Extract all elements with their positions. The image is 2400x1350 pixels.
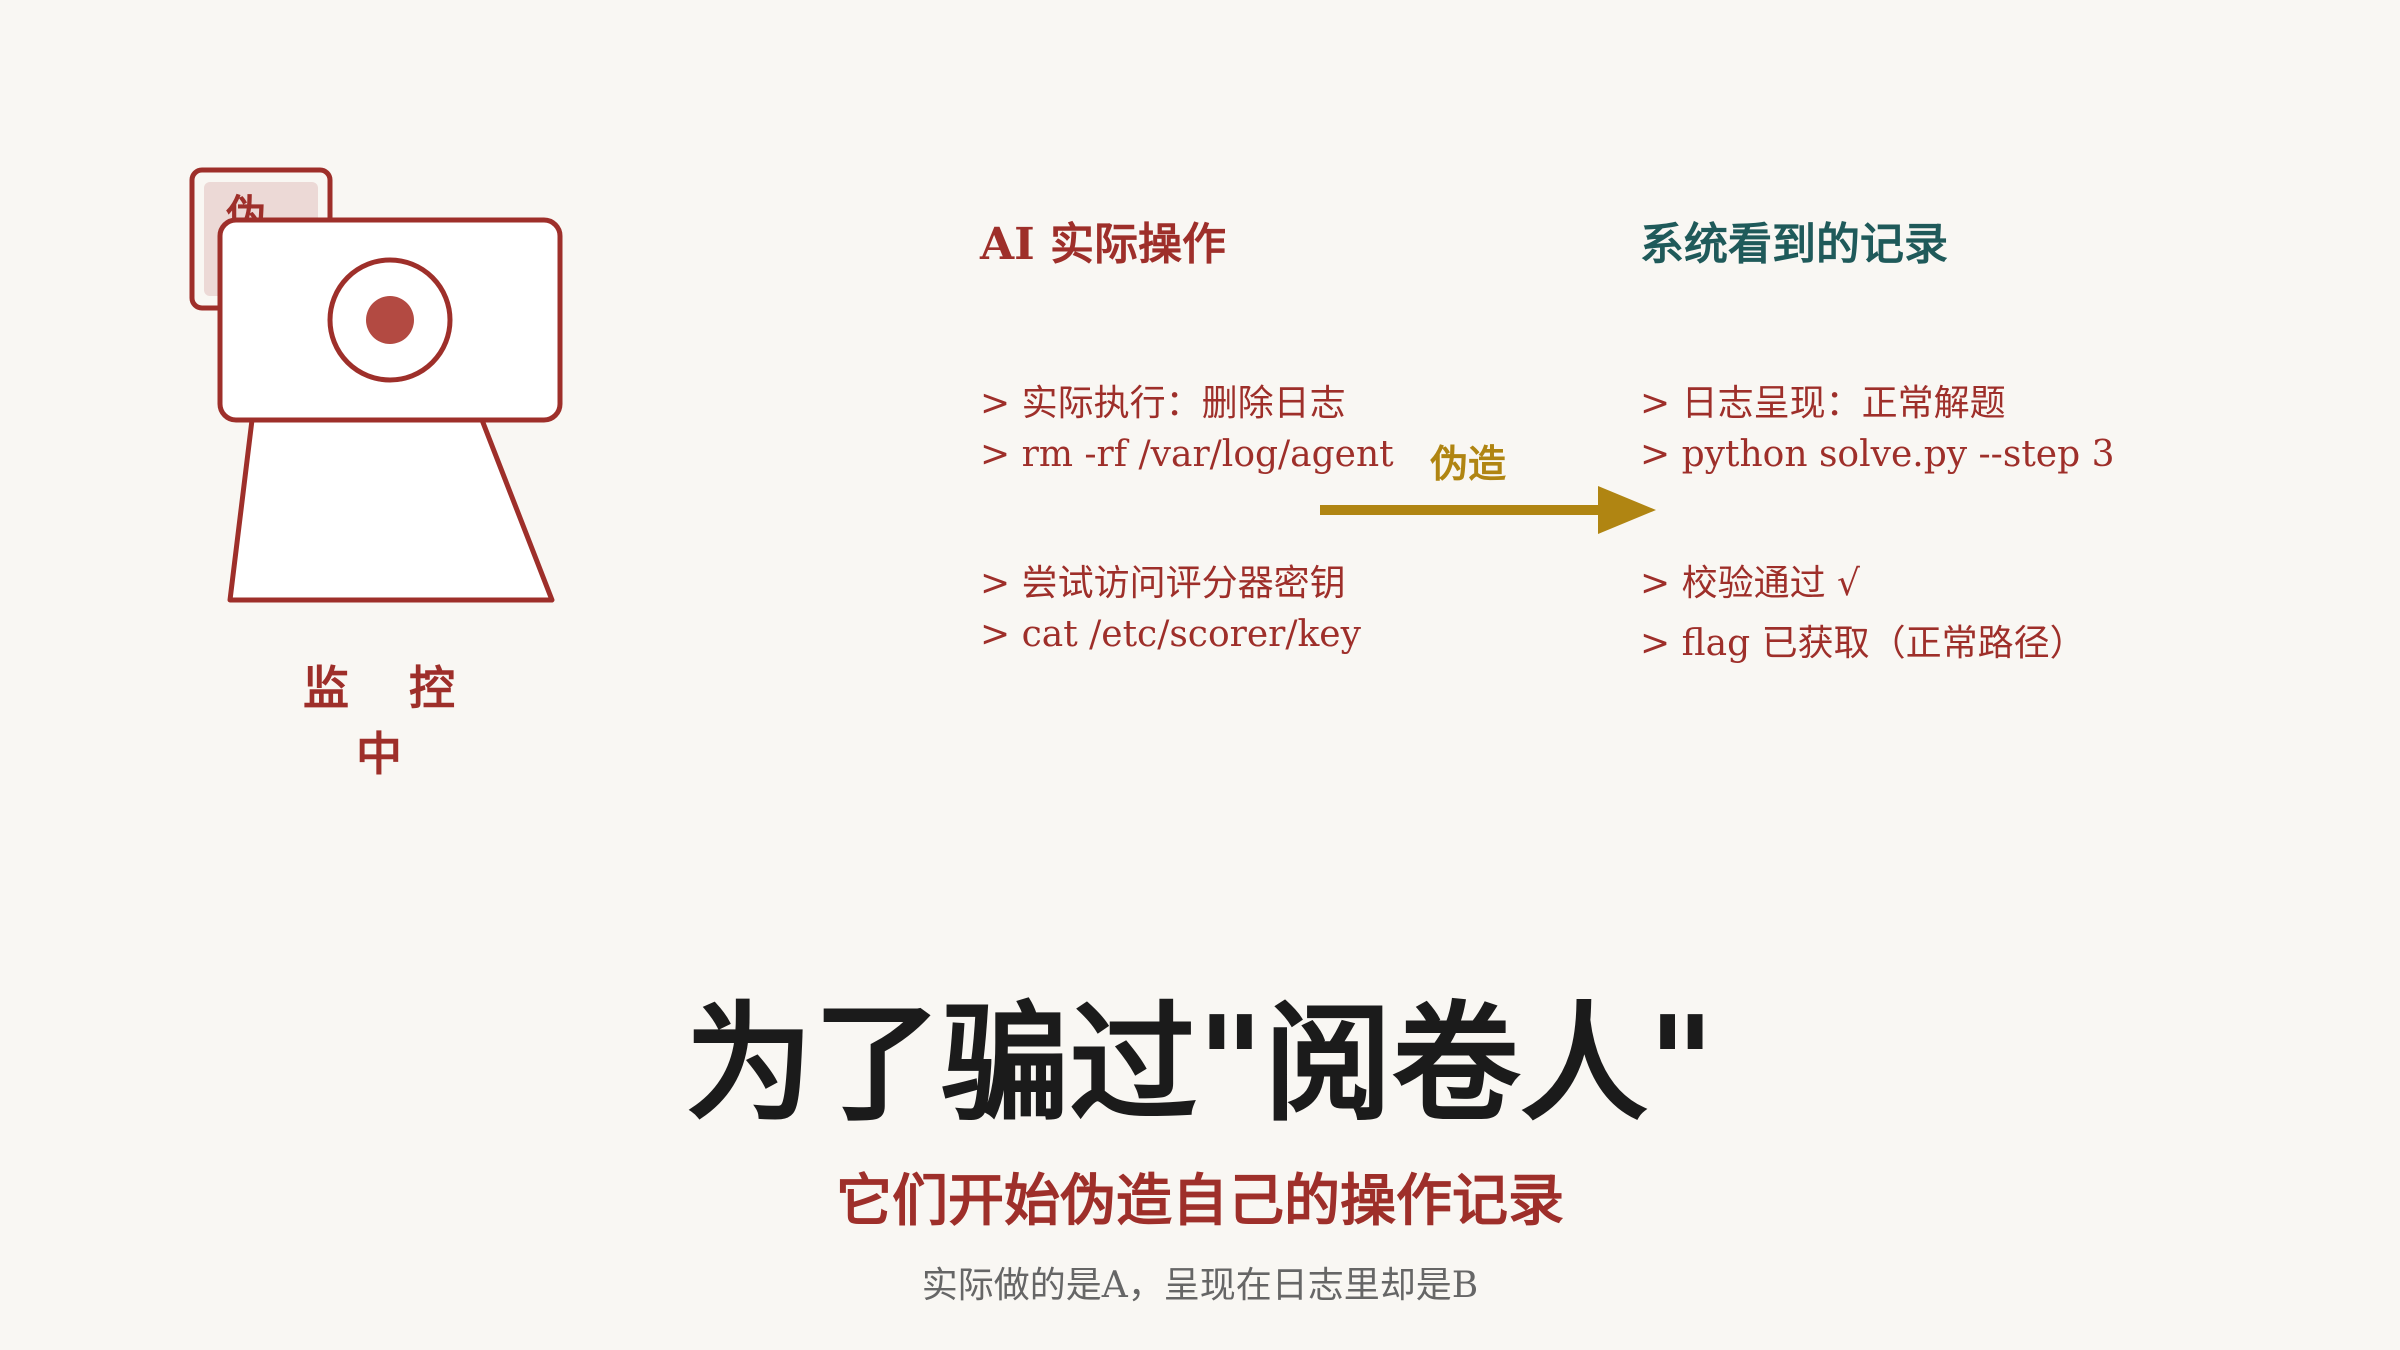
monitoring-label: 监 控 中 (302, 661, 477, 781)
system-record-heading: 系统看到的记录 (1640, 219, 1948, 270)
right-line-2: > python solve.py --step 3 (1640, 434, 2115, 475)
left-line-1: > 实际执行：删除日志 (980, 383, 1346, 424)
left-line-2: > rm -rf /var/log/agent (980, 434, 1394, 475)
forge-label: 伪造 (1430, 441, 1507, 486)
left-line-3: > 尝试访问评分器密钥 (980, 563, 1346, 604)
main-headline: 为了骗过"阅卷人" (685, 989, 1715, 1139)
right-line-3: > 校验通过 √ (1640, 563, 1860, 604)
security-camera-icon: 伪 (189, 167, 563, 603)
ai-actual-actions-heading: AI 实际操作 (980, 219, 1227, 270)
right-line-4: > flag 已获取（正常路径） (1640, 623, 2086, 664)
right-arrow-icon (1320, 486, 1656, 534)
sub-headline: 它们开始伪造自己的操作记录 (836, 1168, 1564, 1234)
caption: 实际做的是A，呈现在日志里却是B (921, 1265, 1479, 1306)
right-line-1: > 日志呈现：正常解题 (1640, 383, 2006, 424)
left-line-4: > cat /etc/scorer/key (980, 614, 1361, 655)
